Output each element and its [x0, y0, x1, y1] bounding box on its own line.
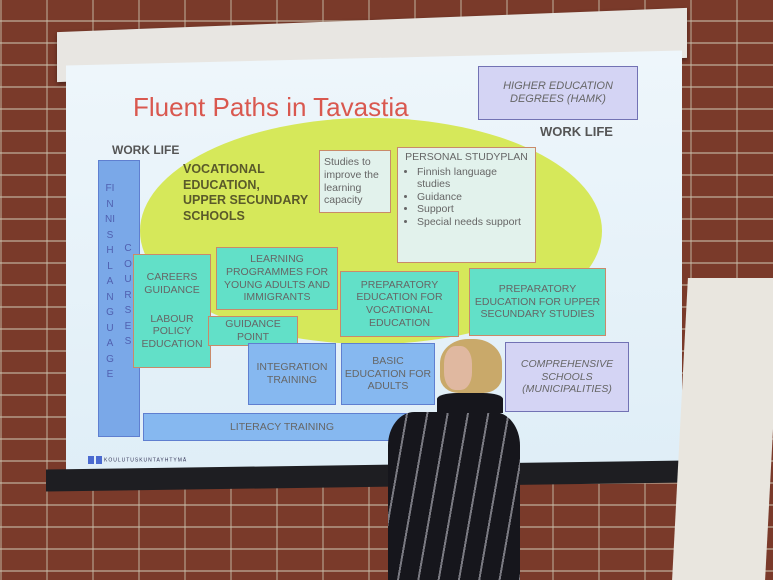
- careers-guidance-text: CAREERS GUIDANCE: [144, 271, 200, 296]
- careers-guidance-box: CAREERS GUIDANCE LABOUR POLICY EDUCATION: [133, 254, 211, 368]
- presenter-body: [388, 412, 520, 580]
- personal-studyplan-box: PERSONAL STUDYPLAN Finnish language stud…: [397, 147, 536, 263]
- labour-policy-text: LABOUR POLICY EDUCATION: [141, 312, 203, 351]
- work-life-left-label: WORK LIFE: [112, 143, 180, 157]
- slide-title: Fluent Paths in Tavastia: [133, 92, 409, 122]
- preparatory-vocational-box: PREPARATORY EDUCATION FOR VOCATIONAL EDU…: [340, 271, 459, 337]
- presenter-torso: [437, 393, 503, 413]
- studyplan-item: Support: [417, 203, 532, 216]
- guidance-point-box: GUIDANCE POINT: [208, 316, 298, 346]
- studies-box: Studies to improve the learning capacity: [319, 150, 391, 213]
- courses-text: COURSES: [124, 243, 132, 347]
- vocational-education-label: VOCATIONAL EDUCATION, UPPER SECUNDARY SC…: [183, 162, 308, 225]
- slide-logo: KOULUTUSKUNTAYHTYMÄ: [88, 456, 187, 464]
- basic-education-box: BASIC EDUCATION FOR ADULTS: [341, 343, 435, 405]
- literacy-training-box: LITERACY TRAINING: [143, 413, 421, 441]
- higher-education-box: HIGHER EDUCATION DEGREES (HAMK): [478, 66, 638, 120]
- comprehensive-schools-box: COMPREHENSIVE SCHOOLS (MUNICIPALITIES): [505, 342, 629, 412]
- vocational-line: UPPER SECUNDARY: [183, 193, 309, 208]
- vocational-line: EDUCATION,: [183, 177, 260, 192]
- finnish-language-text: FINNISH LANGUAGE: [105, 183, 115, 380]
- logo-text: KOULUTUSKUNTAYHTYMÄ: [104, 457, 188, 464]
- studyplan-item: Finnish language studies: [417, 166, 532, 191]
- learning-programmes-box: LEARNING PROGRAMMES FOR YOUNG ADULTS AND…: [216, 247, 338, 310]
- integration-training-box: INTEGRATION TRAINING: [248, 343, 336, 405]
- studyplan-item: Special needs support: [417, 216, 532, 229]
- work-life-right-label: WORK LIFE: [540, 124, 613, 139]
- vocational-line: SCHOOLS: [183, 208, 245, 223]
- preparatory-upper-secondary-box: PREPARATORY EDUCATION FOR UPPER SECUNDAR…: [469, 268, 606, 336]
- flipchart: [672, 278, 773, 580]
- vocational-line: VOCATIONAL: [183, 162, 265, 176]
- presenter-face: [444, 346, 472, 390]
- studyplan-list: Finnish language studies Guidance Suppor…: [401, 166, 532, 229]
- studyplan-heading: PERSONAL STUDYPLAN: [405, 151, 528, 163]
- studyplan-item: Guidance: [417, 191, 532, 204]
